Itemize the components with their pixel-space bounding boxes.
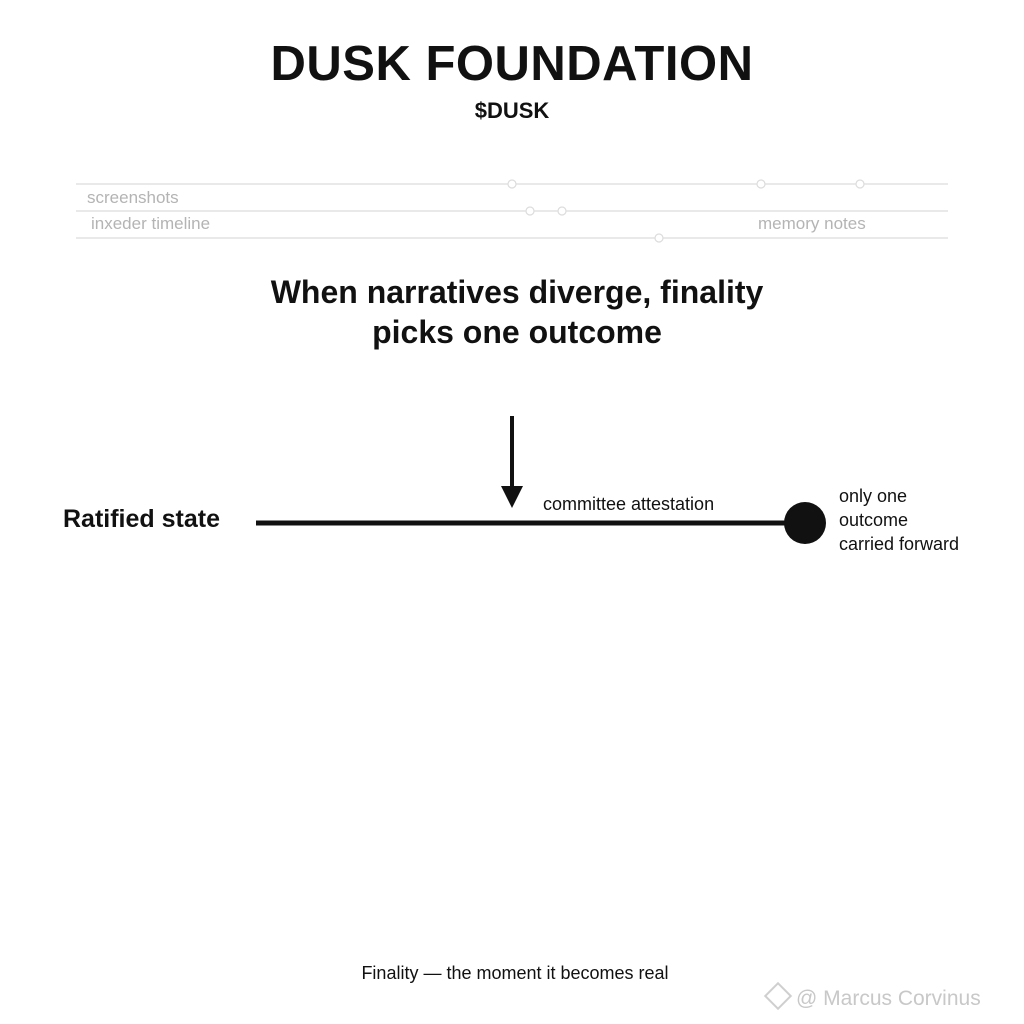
headline: When narratives diverge, finality picks … (0, 272, 1024, 352)
watermark: @ Marcus Corvinus (763, 981, 981, 1011)
timeline-node (525, 206, 535, 216)
outcome-label-line-3: carried forward (839, 534, 960, 554)
timeline-node (507, 179, 517, 189)
background-timeline (76, 179, 948, 243)
ticker-symbol: $DUSK (474, 98, 550, 123)
ratified-state-label: Ratified state (63, 505, 220, 533)
watermark-logo-icon (763, 981, 793, 1011)
outcome-node (784, 502, 826, 544)
outcome-label-line-1: only one (839, 486, 908, 506)
headline-line-2: picks one outcome (372, 314, 662, 350)
timeline-node (756, 179, 766, 189)
timeline-node (654, 233, 664, 243)
timeline-node (855, 179, 865, 189)
timeline-label-screenshots: screenshots (87, 188, 179, 207)
watermark-text: @ Marcus Corvinus (796, 987, 981, 1010)
committee-attestation-label: committee attestation (543, 494, 715, 514)
outcome-label-line-2: outcome (839, 510, 909, 530)
timeline-label-timeline: inxeder timeline (91, 214, 211, 233)
finality-diagram (256, 416, 826, 544)
footer-caption: Finality — the moment it becomes real (361, 963, 669, 983)
headline-line-1: When narratives diverge, finality (270, 274, 764, 310)
page-title: DUSK FOUNDATION (270, 37, 754, 91)
timeline-node (557, 206, 567, 216)
down-arrow-head (501, 486, 523, 508)
outcome-label: only one outcome carried forward (839, 484, 959, 556)
timeline-label-memory-notes: memory notes (758, 214, 866, 233)
